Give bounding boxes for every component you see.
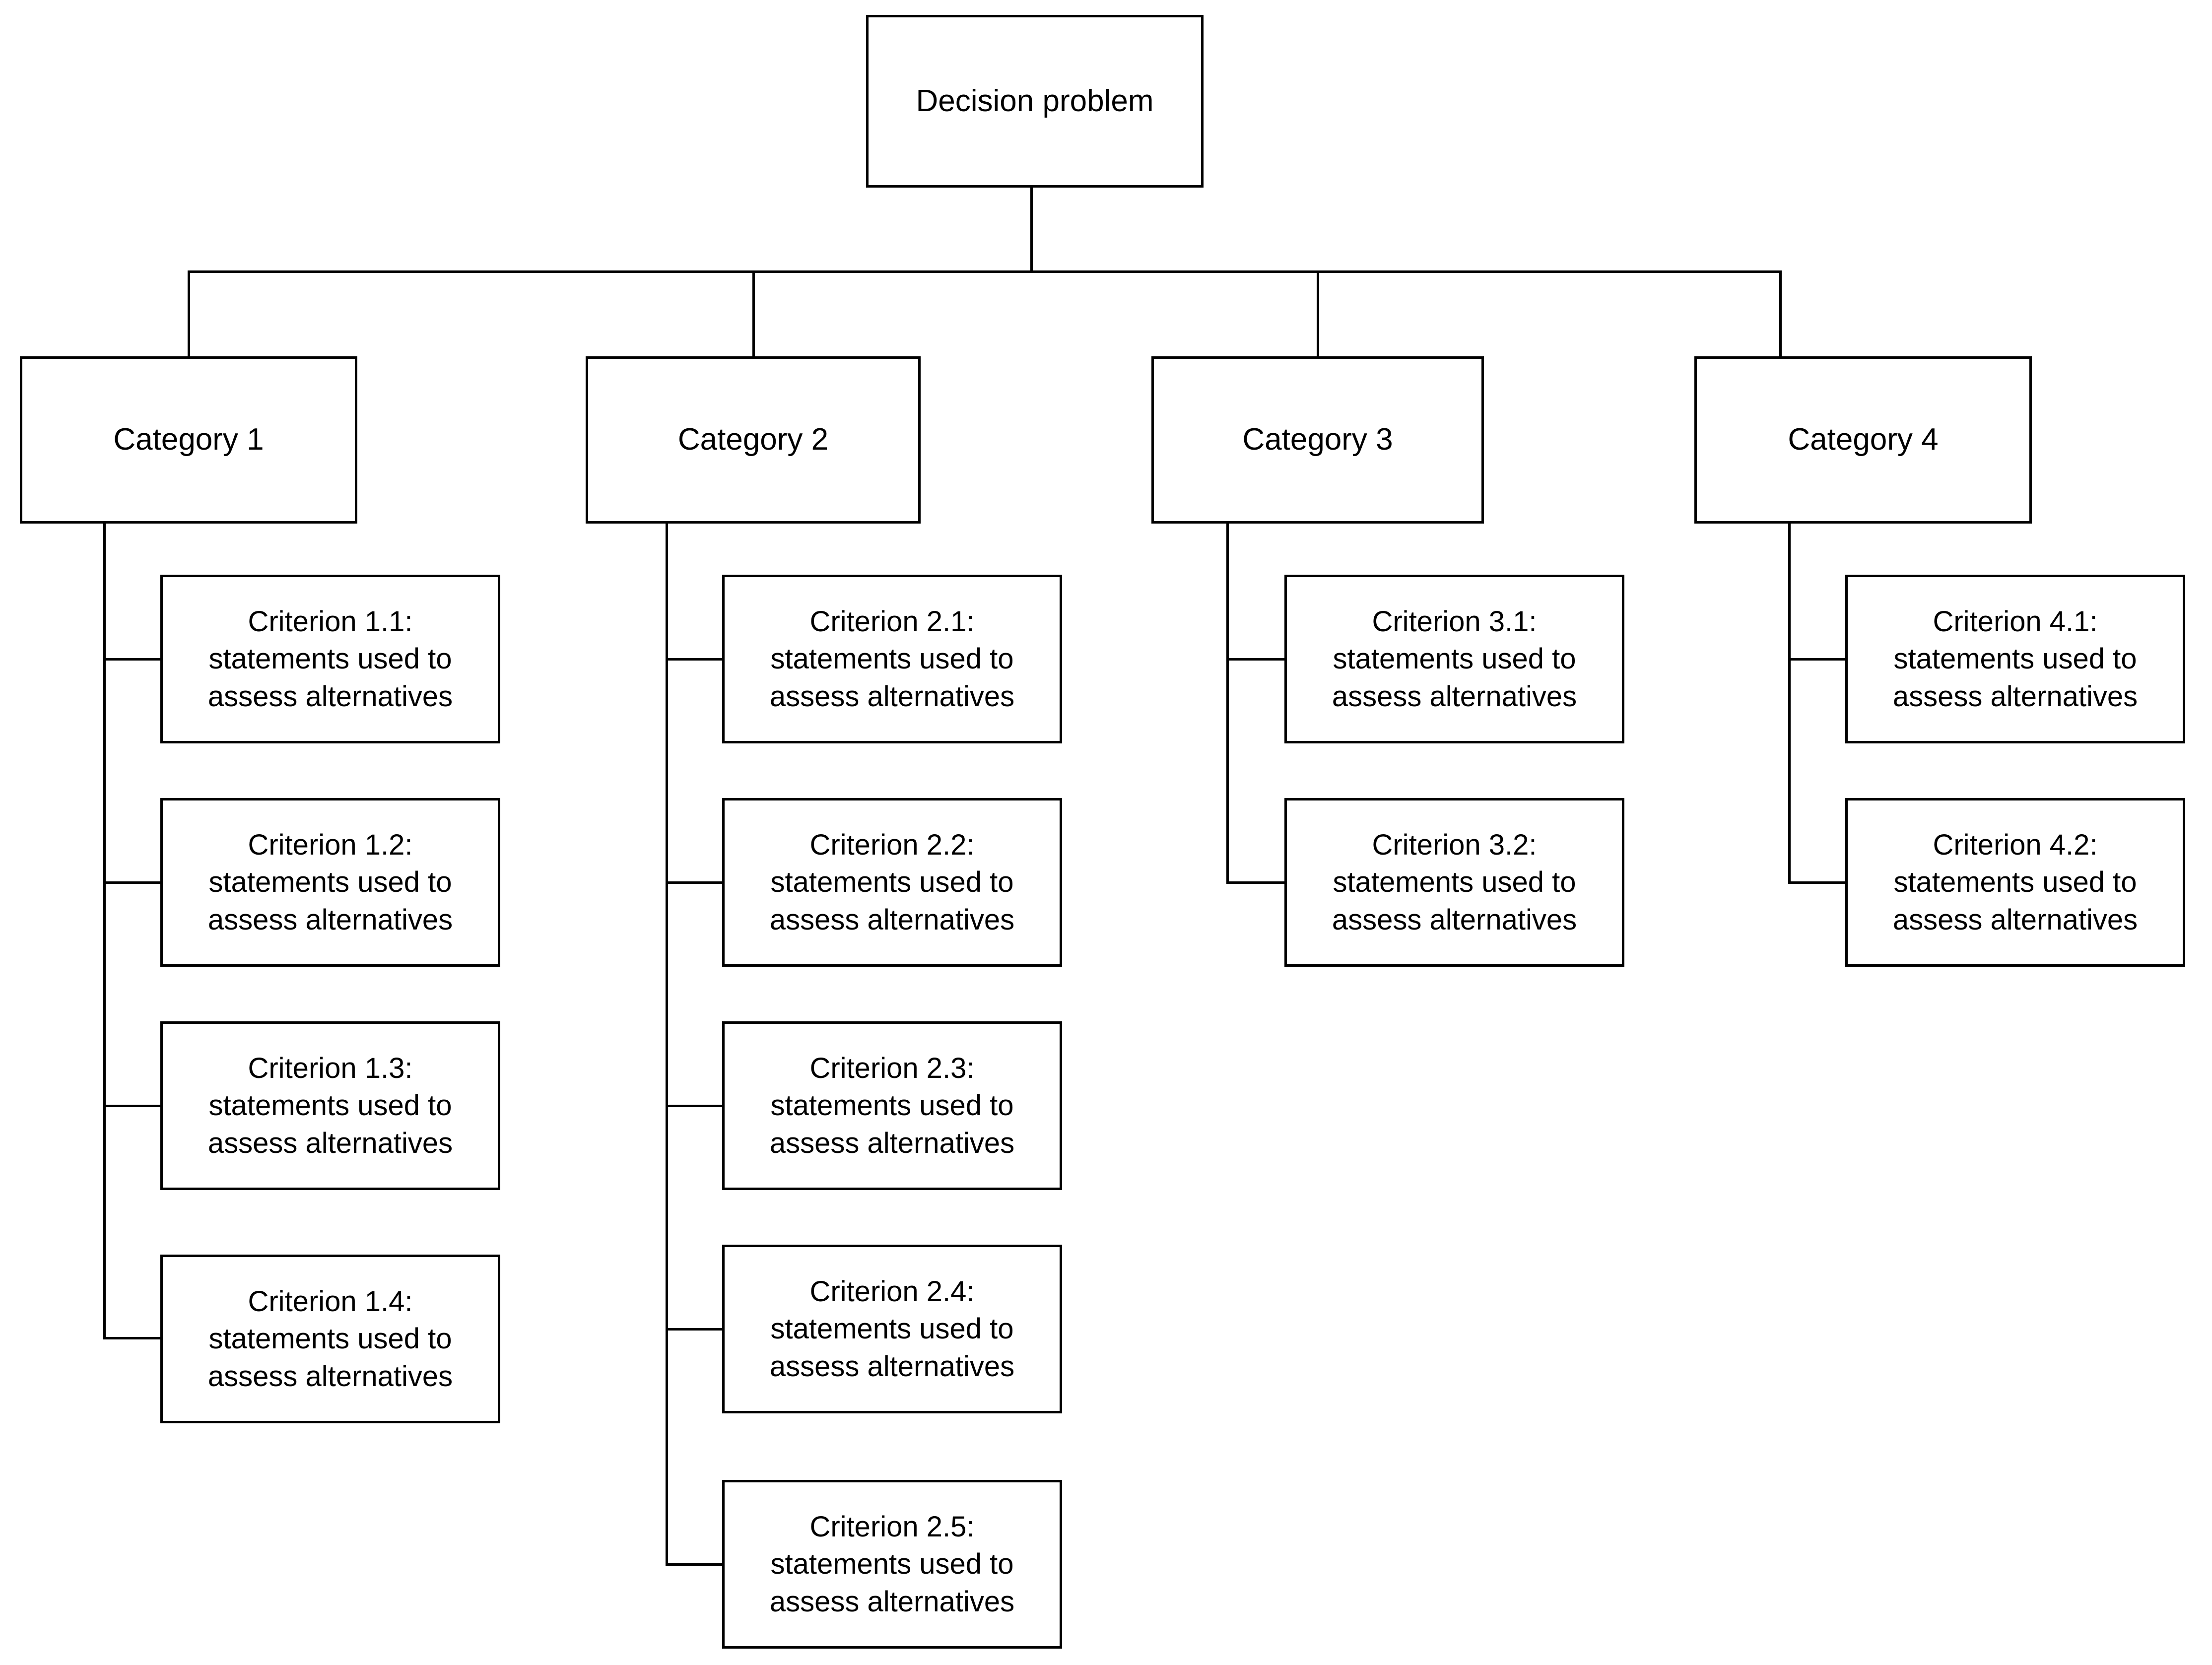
root-node-decision-problem[interactable]: Decision problem — [866, 15, 1204, 188]
criterion-node-2-3[interactable]: Criterion 2.3: statements used to assess… — [722, 1021, 1062, 1190]
criterion-node-2-5-label: Criterion 2.5: statements used to assess… — [769, 1510, 1015, 1618]
category-node-3[interactable]: Category 3 — [1151, 356, 1484, 524]
connector-spine-category-2 — [666, 523, 668, 1565]
criterion-node-4-2[interactable]: Criterion 4.2: statements used to assess… — [1845, 798, 2185, 967]
criterion-node-3-1-label: Criterion 3.1: statements used to assess… — [1332, 605, 1577, 713]
category-node-2[interactable]: Category 2 — [586, 356, 921, 524]
connector-branch-1-3 — [103, 1105, 162, 1107]
connector-root-stem — [1030, 188, 1033, 273]
connector-drop-category-3 — [1317, 270, 1319, 358]
connector-branch-3-1 — [1226, 658, 1286, 661]
criterion-node-1-2[interactable]: Criterion 1.2: statements used to assess… — [160, 798, 500, 967]
connector-branch-3-2 — [1226, 881, 1286, 884]
category-node-1[interactable]: Category 1 — [20, 356, 357, 524]
connector-branch-2-2 — [666, 881, 724, 884]
criterion-node-1-2-label: Criterion 1.2: statements used to assess… — [207, 828, 453, 936]
criterion-node-1-3[interactable]: Criterion 1.3: statements used to assess… — [160, 1021, 500, 1190]
connector-spine-category-4 — [1788, 523, 1791, 882]
connector-drop-category-2 — [752, 270, 755, 358]
connector-branch-2-5 — [666, 1563, 724, 1566]
criterion-node-2-5[interactable]: Criterion 2.5: statements used to assess… — [722, 1480, 1062, 1649]
connector-spine-category-1 — [103, 523, 106, 1339]
connector-drop-category-4 — [1779, 270, 1782, 358]
criterion-node-2-4[interactable]: Criterion 2.4: statements used to assess… — [722, 1245, 1062, 1413]
category-node-1-label: Category 1 — [113, 422, 264, 457]
criterion-node-1-4-label: Criterion 1.4: statements used to assess… — [207, 1285, 453, 1393]
criterion-node-1-1-label: Criterion 1.1: statements used to assess… — [207, 605, 453, 713]
criterion-node-1-4[interactable]: Criterion 1.4: statements used to assess… — [160, 1255, 500, 1423]
connector-branch-1-1 — [103, 658, 162, 661]
criterion-node-1-1[interactable]: Criterion 1.1: statements used to assess… — [160, 575, 500, 743]
criterion-node-4-2-label: Criterion 4.2: statements used to assess… — [1892, 828, 2138, 936]
criterion-node-3-2[interactable]: Criterion 3.2: statements used to assess… — [1284, 798, 1624, 967]
criterion-node-2-1-label: Criterion 2.1: statements used to assess… — [769, 605, 1015, 713]
criterion-node-2-3-label: Criterion 2.3: statements used to assess… — [769, 1052, 1015, 1159]
connector-branch-4-1 — [1788, 658, 1847, 661]
criterion-node-2-2-label: Criterion 2.2: statements used to assess… — [769, 828, 1015, 936]
connector-branch-4-2 — [1788, 881, 1847, 884]
connector-branch-2-4 — [666, 1328, 724, 1331]
root-node-label: Decision problem — [916, 83, 1154, 118]
connector-branch-1-2 — [103, 881, 162, 884]
criterion-node-3-1[interactable]: Criterion 3.1: statements used to assess… — [1284, 575, 1624, 743]
connector-drop-category-1 — [188, 270, 190, 358]
criterion-node-4-1-label: Criterion 4.1: statements used to assess… — [1892, 605, 2138, 713]
criterion-node-2-2[interactable]: Criterion 2.2: statements used to assess… — [722, 798, 1062, 967]
criterion-node-2-4-label: Criterion 2.4: statements used to assess… — [769, 1275, 1015, 1383]
criterion-node-3-2-label: Criterion 3.2: statements used to assess… — [1332, 828, 1577, 936]
category-node-2-label: Category 2 — [677, 422, 829, 457]
criterion-node-4-1[interactable]: Criterion 4.1: statements used to assess… — [1845, 575, 2185, 743]
connector-spine-category-3 — [1226, 523, 1229, 882]
connector-bus — [188, 270, 1782, 273]
connector-branch-2-3 — [666, 1105, 724, 1107]
criterion-node-1-3-label: Criterion 1.3: statements used to assess… — [207, 1052, 453, 1159]
category-node-4[interactable]: Category 4 — [1694, 356, 2032, 524]
category-node-4-label: Category 4 — [1788, 422, 1939, 457]
connector-branch-2-1 — [666, 658, 724, 661]
criterion-node-2-1[interactable]: Criterion 2.1: statements used to assess… — [722, 575, 1062, 743]
connector-branch-1-4 — [103, 1337, 162, 1339]
category-node-3-label: Category 3 — [1242, 422, 1393, 457]
